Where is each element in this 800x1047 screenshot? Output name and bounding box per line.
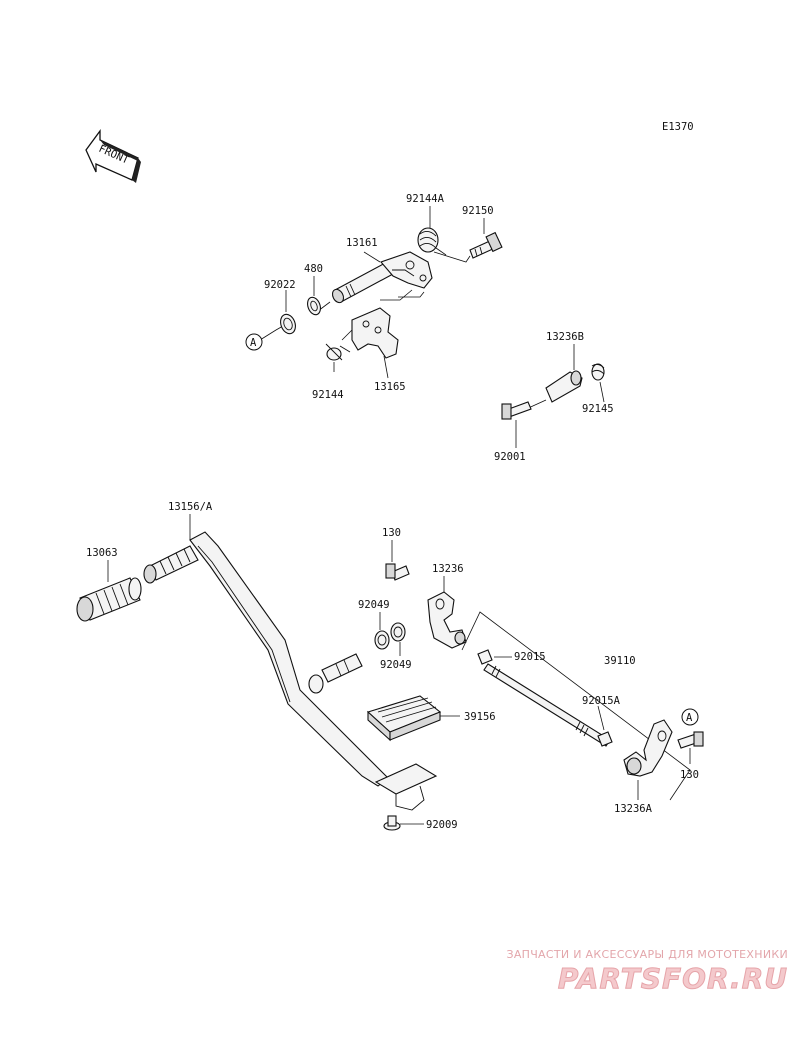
arm-13236 [427, 591, 467, 649]
bracket-13165 [351, 307, 399, 359]
label-39156: 39156 [464, 711, 496, 723]
tie-rod-39110 [483, 663, 611, 747]
label-92145: 92145 [582, 403, 614, 415]
ref-marker-a-right [681, 708, 699, 726]
label-92015A: 92015A [582, 695, 621, 707]
label-130-right: 130 [680, 769, 699, 781]
shift-shaft-13161 [331, 251, 433, 304]
watermark-logo: PARTSFOR.RU [557, 962, 788, 996]
label-13161: 13161 [346, 237, 378, 249]
shift-pedal-13156A [143, 531, 438, 811]
nut-92015A [597, 731, 613, 747]
label-92015: 92015 [514, 651, 546, 663]
bolt-130-right [677, 731, 704, 749]
lever-13236B [545, 363, 605, 403]
watermark-subtitle: ЗАПЧАСТИ И АКСЕССУАРЫ ДЛЯ МОТОТЕХНИКИ [506, 948, 788, 961]
washer-480 [307, 296, 321, 316]
label-92001: 92001 [494, 451, 526, 463]
bolt-92009 [383, 815, 401, 831]
label-480: 480 [304, 263, 323, 275]
bolt-92150 [469, 231, 503, 259]
label-92009: 92009 [426, 819, 458, 831]
label-92049-top: 92049 [358, 599, 390, 611]
front-arrow-icon: FRONT [85, 129, 141, 183]
label-92022: 92022 [264, 279, 296, 291]
label-13063: 13063 [86, 547, 118, 559]
washer-92049-a [374, 630, 390, 650]
arm-13236A [623, 719, 673, 777]
label-13236A: 13236A [614, 803, 653, 815]
washer-92049-b [390, 622, 406, 642]
pad-39156 [366, 695, 442, 742]
label-13165: 13165 [374, 381, 406, 393]
spring-92144 [325, 343, 351, 361]
label-92049-bot: 92049 [380, 659, 412, 671]
nut-92015 [477, 649, 493, 665]
label-39110: 39110 [604, 655, 636, 667]
ref-marker-a-right-text: A [686, 712, 693, 724]
washer-92022 [280, 313, 296, 335]
diagram-code: E1370 [662, 121, 694, 133]
label-13156A: 13156/A [168, 501, 213, 513]
label-92150: 92150 [462, 205, 494, 217]
ref-marker-a-left [245, 333, 263, 351]
label-92144: 92144 [312, 389, 344, 401]
ref-marker-a-left-text: A [250, 337, 257, 349]
label-13236: 13236 [432, 563, 464, 575]
rubber-13063 [76, 577, 142, 622]
label-92144A: 92144A [406, 193, 445, 205]
bolt-92001 [501, 401, 532, 420]
label-13236B: 13236B [546, 331, 584, 343]
label-130-top: 130 [382, 527, 401, 539]
bolt-130-top [385, 563, 410, 581]
spring-92144A [417, 227, 447, 256]
